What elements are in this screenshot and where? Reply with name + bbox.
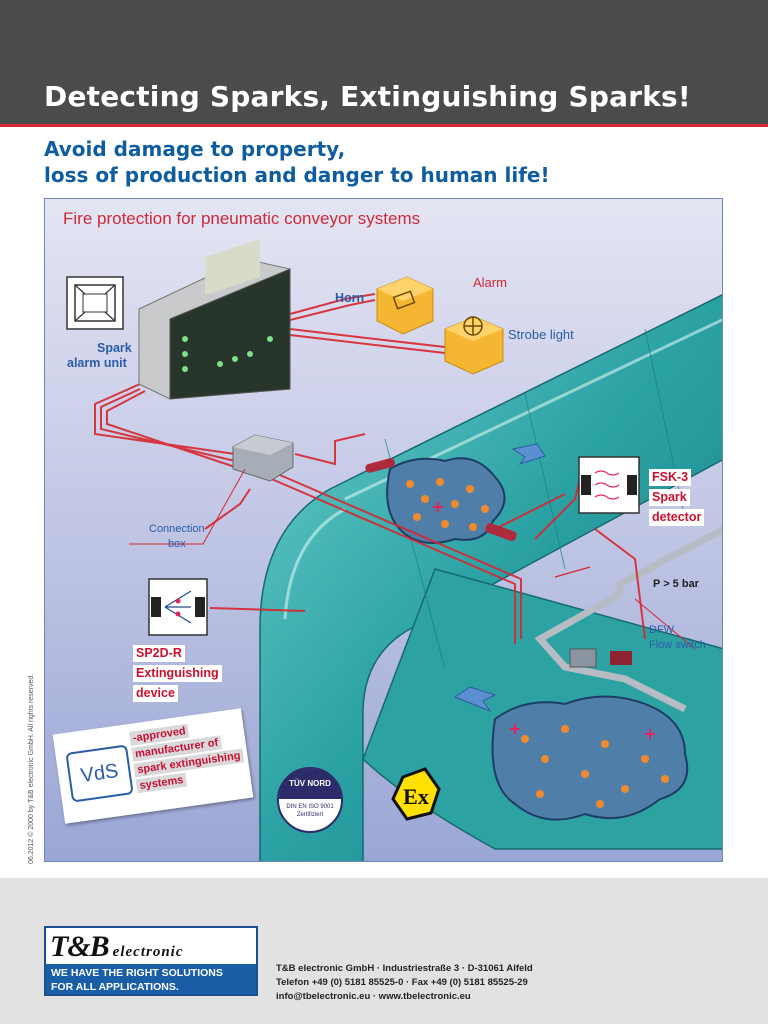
label-dfw-flow-switch: DFW Flow switch xyxy=(649,624,706,651)
label-pressure: P > 5 bar xyxy=(653,578,699,590)
tuv-certification-seal: TÜV NORD DIN EN ISO 9001 Zertifiziert xyxy=(277,767,343,833)
label-horn: Horn xyxy=(335,291,365,305)
strobe-unit xyxy=(444,316,504,375)
header-bar xyxy=(0,0,768,124)
spark-window-lower xyxy=(491,695,689,821)
company-slogan: WE HAVE THE RIGHT SOLUTIONS FOR ALL APPL… xyxy=(46,964,256,994)
copyright-note: 06.2012 © 2000 by T&B electronic GmbH. A… xyxy=(28,673,35,864)
pipe-sensor-lower xyxy=(485,522,517,542)
horn-unit xyxy=(376,276,434,335)
vds-approval-text: -approved manufacturer of spark extingui… xyxy=(129,717,247,796)
label-sp2d-extinguishing-device: SP2D-R Extinguishing device xyxy=(133,645,222,705)
page-title: Detecting Sparks, Extinguishing Sparks! xyxy=(44,80,691,113)
flow-switch xyxy=(569,648,597,668)
spark-window-upper xyxy=(386,457,506,544)
flow-arrow-lower xyxy=(453,686,497,713)
svg-text:Ex: Ex xyxy=(403,784,429,809)
alarm-unit-symbol xyxy=(66,276,124,330)
conveyor-diagram: Ex Fire protection for pneumatic conveyo… xyxy=(44,198,723,862)
sp2d-device-symbol xyxy=(148,578,208,636)
fsk3-detector-symbol xyxy=(578,456,640,514)
subtitle-line-2: loss of production and danger to human l… xyxy=(44,163,550,187)
label-spark-alarm-unit: Spark alarm unit xyxy=(67,341,132,370)
subtitle-line-1: Avoid damage to property, xyxy=(44,137,346,161)
label-strobe-light: Strobe light xyxy=(508,327,574,342)
atex-ex-mark: Ex xyxy=(391,767,441,821)
air-supply-line xyxy=(534,526,722,713)
diagram-illustration: Ex xyxy=(66,239,722,861)
label-alarm: Alarm xyxy=(473,275,507,290)
label-fsk3-spark-detector: FSK-3 Spark detector xyxy=(649,469,705,529)
spark-alarm-unit xyxy=(138,239,291,400)
vds-logo: VdS xyxy=(65,744,134,803)
page-subtitle: Avoid damage to property, loss of produc… xyxy=(44,136,550,188)
company-address: T&B electronic GmbH · Industriestraße 3 … xyxy=(276,963,533,1002)
header-accent-line xyxy=(0,124,768,127)
label-connection-box: Connection box xyxy=(149,523,205,550)
diagram-title: Fire protection for pneumatic conveyor s… xyxy=(63,209,421,228)
flow-arrow-upper xyxy=(511,443,546,465)
connection-box-unit xyxy=(232,434,294,482)
valve xyxy=(610,651,632,665)
signal-cables xyxy=(94,293,646,644)
pipe-sensor-upper xyxy=(365,458,395,473)
